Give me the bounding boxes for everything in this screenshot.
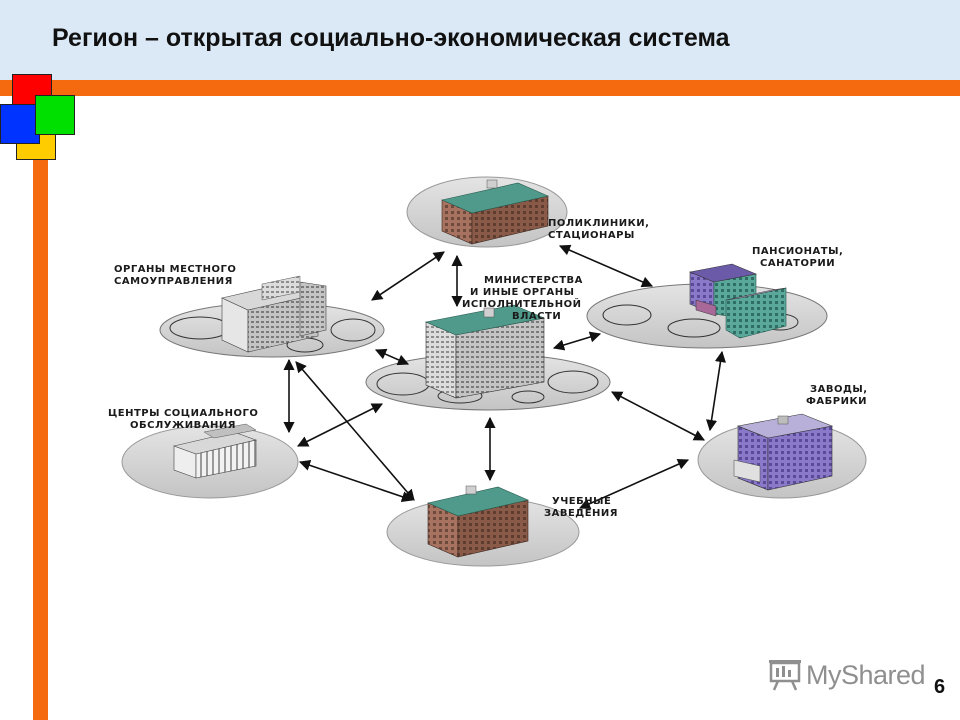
label-clinics: ПОЛИКЛИНИКИ, СТАЦИОНАРЫ: [548, 218, 653, 241]
schools-building-image: [427, 485, 529, 558]
local-gov-building-image: [221, 275, 327, 353]
clinics-building-image: [441, 179, 549, 245]
arrow-schools-factories: [578, 458, 690, 510]
arrow-center-sanatoriums: [552, 331, 602, 351]
slide-title: Регион – открытая социально-экономическа…: [52, 24, 730, 52]
sanatoriums-building-image: [688, 263, 787, 339]
orange-vertical-bar: [33, 150, 48, 720]
arrow-sanatoriums-factories: [705, 350, 727, 432]
watermark-text: MyShared: [806, 659, 926, 690]
label-social-centers: ЦЕНТРЫ СОЦИАЛЬНОГО ОБСЛУЖИВАНИЯ: [108, 408, 262, 431]
label-local-gov: ОРГАНЫ МЕСТНОГО САМОУПРАВЛЕНИЯ: [114, 264, 240, 287]
presentation-board-icon: [769, 660, 801, 691]
arrow-socialcenters-center: [296, 403, 384, 447]
label-center: МИНИСТЕРСТВА И ИНЫЕ ОРГАНЫ ИСПОЛНИТЕЛЬНО…: [462, 275, 587, 322]
ministries-building-image: [424, 304, 546, 399]
page-number: 6: [934, 676, 946, 698]
factories-building-image: [733, 413, 834, 491]
header-band: [0, 0, 960, 80]
arrow-center-factories: [611, 391, 705, 441]
label-sanatoriums: ПАНСИОНАТЫ, САНАТОРИИ: [752, 246, 847, 269]
connection-arrows: [283, 244, 727, 510]
arrow-socialcenters-schools: [298, 459, 414, 503]
orange-horizontal-bar: [0, 80, 960, 96]
label-factories: ЗАВОДЫ, ФАБРИКИ: [806, 384, 872, 407]
green-square-decoration: [35, 95, 75, 135]
watermark: MyShared: [768, 655, 928, 695]
label-schools: УЧЕБНЫЕ ЗАВЕДЕНИЯ: [544, 496, 618, 519]
arrow-clinics-sanatoriums: [558, 244, 654, 288]
arrow-clinics-localgov: [371, 251, 445, 301]
arrow-localgov-center: [374, 348, 410, 366]
social-centers-building-image: [172, 423, 258, 479]
